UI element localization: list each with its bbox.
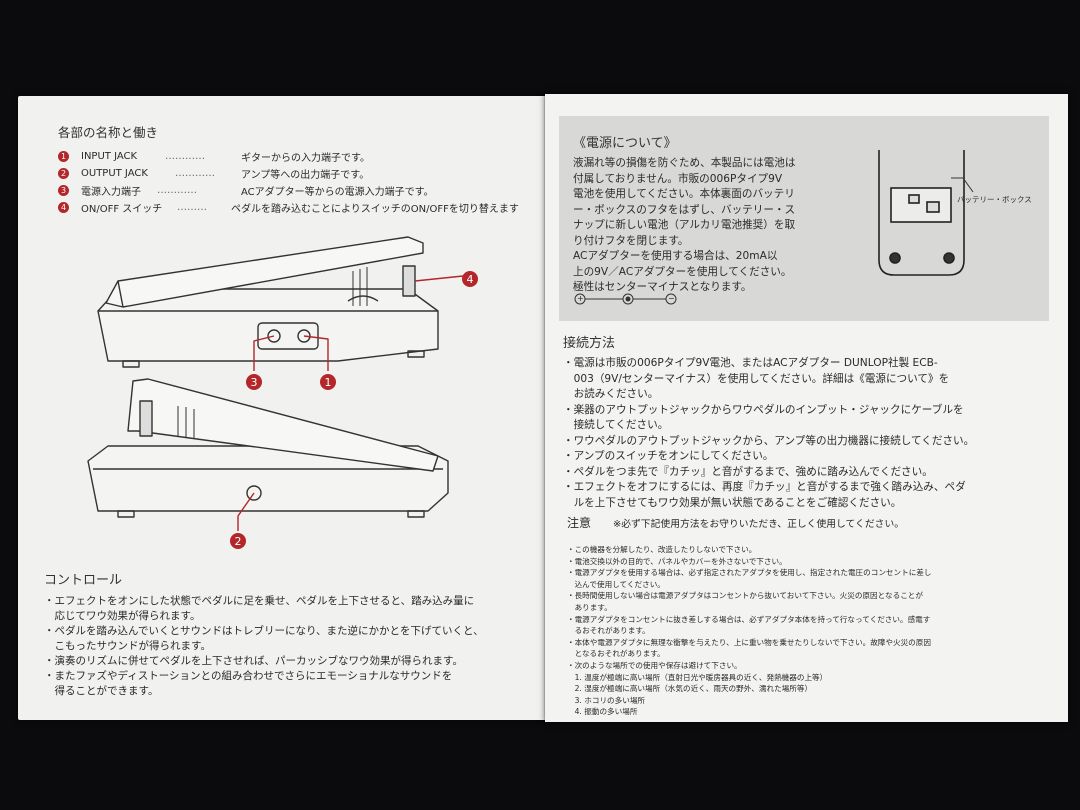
note-line: 2. 湿度が極端に高い場所（水気の近く、雨天の野外、濡れた場所等）	[567, 684, 813, 694]
callout-1: 1	[320, 374, 336, 390]
control-section-title: コントロール	[44, 573, 123, 588]
caution-subtitle: ※必ず下記使用方法をお守りいただき、正しく使用してください。	[613, 519, 905, 530]
part-item: 3 電源入力端子 ………… ACアダプター等からの電源入力端子です。	[58, 182, 528, 199]
callout-4: 4	[462, 271, 478, 287]
note-line: となるおそれがあります。	[567, 649, 665, 659]
note-line: 4. 振動の多い場所	[567, 707, 638, 717]
number-badge: 1	[58, 151, 69, 162]
number-badge: 2	[58, 168, 69, 179]
connection-list: ・電源は市販の006Pタイプ9V電池、またはACアダプター DUNLOP社製 E…	[563, 356, 1053, 511]
part-name: ON/OFF スイッチ	[81, 204, 163, 215]
note-line: 込んで使用してください。	[567, 579, 665, 589]
power-line: ACアダプターを使用する場合は、20mA以	[573, 250, 778, 262]
power-line: 極性はセンターマイナスとなります。	[573, 281, 752, 293]
number-badge: 3	[58, 185, 69, 196]
connection-line: ・楽器のアウトプットジャックからワウペダルのインプット・ジャックにケーブルを	[563, 403, 964, 416]
connection-line: ・エフェクトをオフにするには、再度『カチッ』と音がするまで強く踏み込み、ペダ	[563, 481, 966, 493]
control-line: 得ることができます。	[44, 685, 159, 697]
power-line: ー・ボックスのフタをはずし、バッテリー・ス	[573, 203, 796, 216]
note-line: ・電池交換以外の目的で、パネルやカバーを外さないで下さい。	[567, 556, 787, 566]
part-item: 1 INPUT JACK ………… ギターからの入力端子です。	[58, 148, 528, 165]
control-line: 応じてワウ効果が得られます。	[44, 610, 201, 622]
control-line: ・演奏のリズムに併せてペダルを上下させれば、パーカッシブなワウ効果が得られます。	[44, 655, 463, 667]
callout-3: 3	[246, 374, 262, 390]
polarity-symbol	[574, 293, 677, 305]
connection-line: ・ペダルをつま先で『カチッ』と音がするまで、強めに踏み込んでください。	[563, 465, 933, 478]
power-text: 液漏れ等の損傷を防ぐため、本製品には電池は 付属しておりません。市販の006Pタ…	[573, 156, 843, 296]
note-line: るおそれがあります。	[567, 626, 650, 636]
battery-leader-line	[951, 177, 974, 193]
connection-line: 接続してください。	[563, 419, 669, 431]
control-line: ・エフェクトをオンにした状態でペダルに足を乗せ、ペダルを上下させると、踏み込み量…	[44, 595, 475, 607]
part-desc: ACアダプター等からの電源入力端子です。	[241, 187, 434, 198]
power-line: 上の9V／ACアダプターを使用してください。	[573, 265, 792, 278]
note-line: 1. 温度が極端に高い場所（直射日光や暖房器具の近く、発熱機器の上等）	[567, 672, 828, 682]
note-line: ・電源アダプタをコンセントに抜き差しする場合は、必ずアダプタ本体を持って行なって…	[567, 614, 931, 624]
connection-line: お読みください。	[563, 388, 659, 400]
caution-notes: ・この機器を分解したり、改造したりしないで下さい。 ・電池交換以外の目的で、パネ…	[567, 544, 1047, 718]
connection-line: 003（9V/センターマイナス）を使用してください。詳細は《電源について》を	[563, 372, 950, 385]
note-line: 3. ホコリの多い場所	[567, 695, 646, 705]
note-line: ・この機器を分解したり、改造したりしないで下さい。	[567, 545, 757, 554]
connection-line: ルを上下させてもワウ効果が無い状態であることをご確認ください。	[563, 496, 902, 509]
connection-line: ・電源は市販の006Pタイプ9V電池、またはACアダプター DUNLOP社製 E…	[563, 357, 938, 369]
power-line: り付けフタを閉じます。	[573, 234, 689, 247]
note-line: ・長時間使用しない場合は電源アダプタはコンセントから抜いておいて下さい。火災の原…	[567, 591, 923, 601]
part-dots: …………	[165, 151, 205, 162]
part-desc: ギターからの入力端子です。	[241, 153, 370, 164]
power-line: ナップに新しい電池（アルカリ電池推奨）を取	[573, 219, 796, 231]
part-dots: …………	[175, 168, 215, 179]
number-badge: 4	[58, 202, 69, 213]
note-line: ・次のような場所での使用や保存は避けて下さい。	[567, 660, 742, 670]
callout-2: 2	[230, 533, 246, 549]
parts-section-title: 各部の名称と働き	[58, 125, 159, 140]
power-line: 付属しておりません。市販の006Pタイプ9V	[573, 172, 783, 185]
parts-list: 1 INPUT JACK ………… ギターからの入力端子です。 2 OUTPUT…	[58, 148, 528, 216]
power-line: 液漏れ等の損傷を防ぐため、本製品には電池は	[573, 157, 796, 169]
control-list: ・エフェクトをオンにした状態でペダルに足を乗せ、ペダルを上下させると、踏み込み量…	[44, 594, 534, 699]
control-line: ・ペダルを踏み込んでいくとサウンドはトレブリーになり、また逆にかかとを下げていく…	[44, 625, 484, 637]
right-page: 《電源について》 液漏れ等の損傷を防ぐため、本製品には電池は 付属しておりません…	[545, 94, 1068, 722]
power-info-box: 《電源について》 液漏れ等の損傷を防ぐため、本製品には電池は 付属しておりません…	[559, 116, 1049, 321]
part-name: 電源入力端子	[81, 187, 141, 198]
power-line: 電池を使用してください。本体裏面のバッテリ	[573, 188, 795, 200]
control-line: こもったサウンドが得られます。	[44, 640, 211, 652]
wah-pedal-illustration	[87, 236, 464, 531]
battery-box-illustration	[878, 150, 965, 276]
part-desc: アンプ等への出力端子です。	[241, 170, 370, 181]
left-page: 各部の名称と働き 1 INPUT JACK ………… ギターからの入力端子です。…	[18, 96, 545, 720]
power-section-title: 《電源について》	[573, 136, 677, 151]
connection-line: ・アンプのスイッチをオンにしてください。	[563, 450, 774, 462]
polarity-plus: +	[577, 294, 584, 303]
part-name: INPUT JACK	[81, 151, 138, 162]
part-name: OUTPUT JACK	[81, 168, 148, 179]
part-dots: ………	[177, 202, 207, 213]
connection-line: ・ワウペダルのアウトプットジャックから、アンプ等の出力機器に接続してください。	[563, 434, 975, 447]
note-line: ・電源アダプタを使用する場合は、必ず指定されたアダプタを使用し、指定された電圧の…	[567, 568, 932, 578]
part-dots: …………	[157, 185, 197, 196]
part-item: 2 OUTPUT JACK ………… アンプ等への出力端子です。	[58, 165, 528, 182]
part-desc: ペダルを踏み込むことによりスイッチのON/OFFを切り替えます	[231, 204, 519, 215]
battery-box-label: バッテリー・ボックス	[957, 195, 1032, 204]
polarity-minus: −	[668, 294, 675, 303]
control-line: ・またファズやディストーションとの組み合わせでさらにエモーショナルなサウンドを	[44, 670, 453, 682]
note-line: ・本体や電源アダプタに無理な衝撃を与えたり、上に重い物を乗せたりしないで下さい。…	[567, 637, 931, 647]
part-item: 4 ON/OFF スイッチ ……… ペダルを踏み込むことによりスイッチのON/O…	[58, 199, 528, 216]
note-line: あります。	[567, 602, 612, 612]
caution-title: 注意	[567, 516, 592, 530]
connection-section-title: 接続方法	[563, 336, 616, 351]
